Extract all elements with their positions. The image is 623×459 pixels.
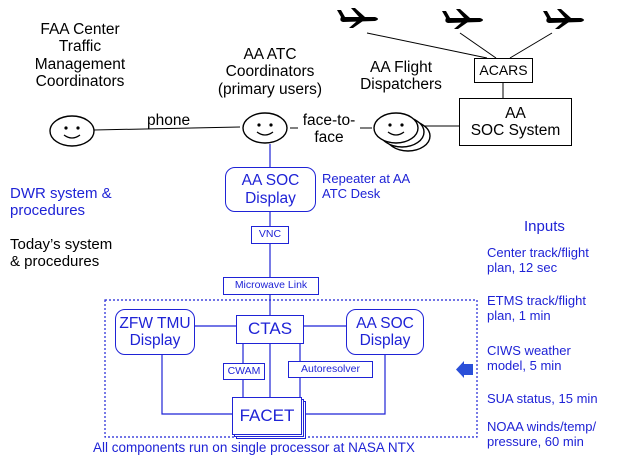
faa-coordinators-label: FAA Center Traffic Management Coordinato… <box>34 21 126 91</box>
input-item: Center track/flight plan, 12 sec <box>487 245 589 275</box>
facet-box: FACET <box>232 397 302 435</box>
faa-coordinator-smiley-icon <box>49 115 95 147</box>
ctas-box: CTAS <box>236 315 304 344</box>
inputs-title: Inputs <box>524 218 565 235</box>
input-item: SUA status, 15 min <box>487 391 598 406</box>
input-item: NOAA winds/temp/ pressure, 60 min <box>487 419 597 449</box>
aa-soc-system-box: AA SOC System <box>459 98 572 146</box>
aa-soc-display-repeater-box: AA SOC Display <box>225 167 316 212</box>
legend-dwr-system: DWR system & procedures <box>10 185 112 219</box>
vnc-box: VNC <box>251 226 289 244</box>
airplane-silhouette-icon <box>337 8 378 28</box>
repeater-annotation: Repeater at AA ATC Desk <box>322 171 411 201</box>
aa-atc-coordinators-label: AA ATC Coordinators (primary users) <box>217 46 323 98</box>
phone-link-label: phone <box>147 112 191 129</box>
ntx-footer-caption: All components run on single processor a… <box>93 440 415 455</box>
microwave-link-box: Microwave Link <box>223 277 319 295</box>
airplane-silhouette-icon <box>543 9 584 29</box>
aa-soc-display-ntx-box: AA SOC Display <box>346 309 424 355</box>
acars-box: ACARS <box>474 58 533 83</box>
input-item: CIWS weather model, 5 min <box>487 343 571 373</box>
dispatcher-smiley-stack-icon <box>373 112 431 152</box>
aa-flight-dispatchers-label: AA Flight Dispatchers <box>360 59 442 94</box>
legend-todays-system: Today’s system & procedures <box>10 236 113 270</box>
airplane-silhouette-icon <box>442 9 483 29</box>
input-item: ETMS track/flight plan, 1 min <box>487 293 586 323</box>
aa-atc-coordinator-smiley-icon <box>242 112 288 144</box>
zfw-tmu-display-box: ZFW TMU Display <box>115 309 195 355</box>
cwam-box: CWAM <box>223 363 265 380</box>
autoresolver-box: Autoresolver <box>288 361 373 378</box>
face-to-face-link-label: face-to- face <box>298 112 360 147</box>
inputs-arrow-icon <box>456 361 473 378</box>
